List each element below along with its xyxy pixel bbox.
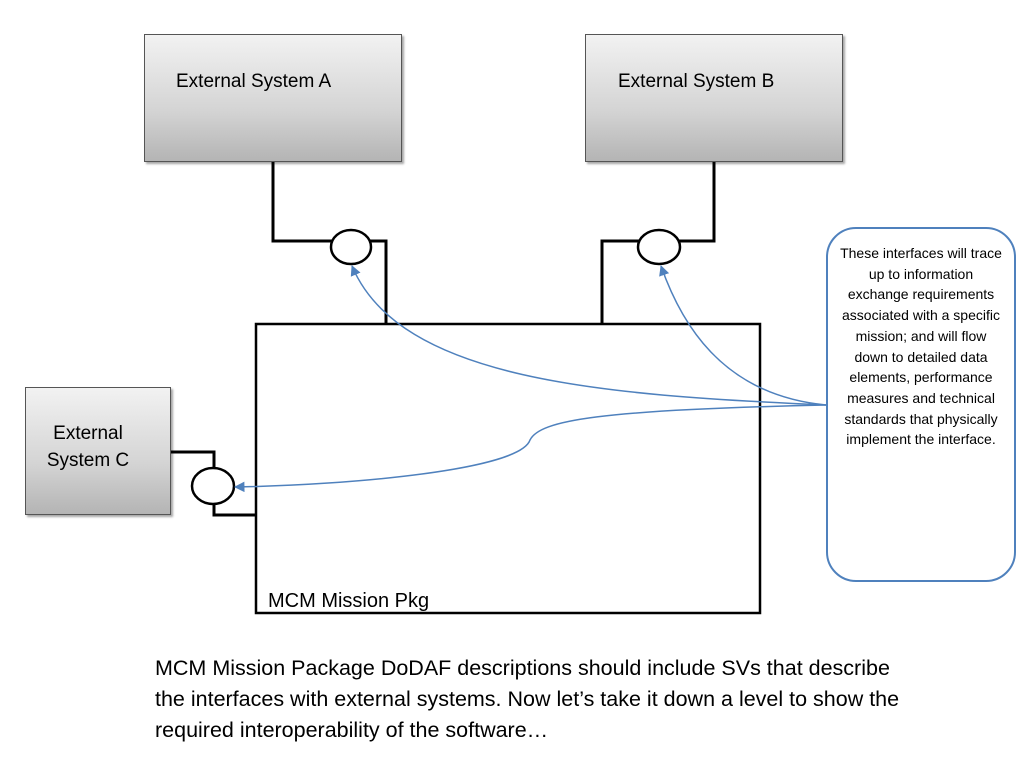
external-system-b-box: External System B [585, 34, 843, 162]
interface-c-node [190, 466, 236, 506]
mission-package-box [254, 322, 762, 615]
callout-arrow-to-b [659, 265, 827, 406]
interface-a-node [329, 228, 373, 266]
external-system-a-label: External System A [176, 71, 332, 92]
callout-arrow-to-a [350, 265, 827, 406]
interface-a-line [271, 162, 388, 324]
external-system-c-label: External System C [46, 423, 130, 471]
callout-arrow-to-c [233, 404, 827, 493]
slide-caption: MCM Mission Package DoDAF descriptions s… [155, 656, 900, 742]
interface-b-node [636, 228, 682, 266]
external-system-b-label: External System B [618, 71, 775, 92]
interface-callout: These interfaces will trace up to inform… [826, 227, 1016, 582]
mission-package-label: MCM Mission Pkg [268, 590, 430, 612]
callout-text: These interfaces will trace up to inform… [840, 245, 1002, 448]
external-system-a-box: External System A [144, 34, 402, 162]
external-system-c-box: External System C [25, 387, 171, 515]
